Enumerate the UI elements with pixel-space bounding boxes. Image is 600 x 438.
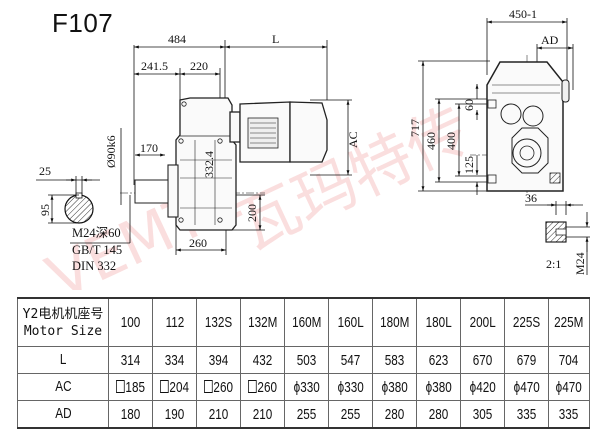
cell-value: 280: [428, 405, 449, 423]
dim-AC: AC: [346, 131, 360, 148]
dim-125: 125: [462, 156, 476, 174]
row-label: L: [59, 351, 67, 368]
header-label-en: Motor Size: [23, 323, 103, 339]
gearbox-side-view: [167, 97, 237, 231]
motor-size: 160L: [337, 314, 364, 331]
detail-scale: 2:1: [546, 257, 561, 271]
cell-value: ϕ470: [513, 378, 540, 396]
dim-241-5: 241.5: [141, 59, 168, 73]
table-row-L: L 314 334 394 432 503 547 583 623 670 67…: [17, 346, 590, 374]
cell-value: 280: [384, 405, 405, 423]
cell-value: ϕ330: [337, 378, 364, 396]
dim-484: 484: [168, 32, 186, 46]
header-label-cn: Y2电机机座号: [22, 306, 104, 322]
cell-value: 180: [120, 405, 141, 423]
gearbox-front-view: [486, 61, 570, 192]
square-section-icon: [248, 379, 257, 393]
technical-drawing: VEMTE 瓦玛特传: [36, 7, 590, 290]
dim-36: 36: [525, 191, 537, 205]
header-label-cell: Y2电机机座号 Motor Size: [17, 297, 109, 347]
table-row-AD: AD 180 190 210 210 255 255 280 280 305 3…: [17, 400, 590, 429]
cell-value: 185: [125, 378, 145, 396]
cell-value: 583: [384, 351, 405, 369]
standard-din: DIN 332: [72, 259, 117, 273]
dim-95: 95: [38, 204, 52, 216]
cell-value: ϕ380: [381, 378, 408, 396]
output-shaft: [134, 179, 169, 204]
cell-value: ϕ470: [555, 378, 583, 396]
motor-dimension-table: Y2电机机座号 Motor Size 100 112 132S 132M 160…: [17, 297, 590, 429]
cell-value: 547: [340, 351, 361, 369]
dim-460: 460: [424, 132, 438, 150]
table-header-row: Y2电机机座号 Motor Size 100 112 132S 132M 160…: [17, 297, 590, 347]
motor-size: 180M: [379, 314, 410, 331]
dim-L: L: [272, 32, 279, 46]
cell-value: ϕ380: [425, 378, 452, 396]
cell-value: 314: [120, 351, 141, 369]
dim-450: 450-1: [509, 7, 537, 21]
motor-size: 160M: [291, 314, 322, 331]
motor-size: 200L: [469, 314, 496, 331]
cell-value: 394: [208, 351, 229, 369]
cell-value: 255: [340, 405, 361, 423]
row-label: AD: [54, 405, 72, 422]
cell-value: 623: [428, 351, 449, 369]
cell-value: 305: [472, 405, 493, 423]
cell-value: 255: [296, 405, 317, 423]
cell-value: 335: [516, 405, 537, 423]
dim-220: 220: [190, 59, 208, 73]
cell-value: 679: [516, 351, 537, 369]
square-section-icon: [204, 379, 213, 393]
motor-size: 112: [165, 314, 184, 331]
cell-value: 210: [208, 405, 229, 423]
cell-value: 335: [559, 405, 579, 423]
dim-400: 400: [444, 132, 458, 150]
cell-value: 432: [252, 351, 273, 369]
cell-value: ϕ330: [293, 378, 320, 396]
motor-size: 180L: [425, 314, 452, 331]
cell-value: 334: [164, 351, 185, 369]
dim-200: 200: [245, 204, 259, 222]
motor-size: 132S: [204, 314, 233, 331]
cell-value: 260: [257, 378, 277, 396]
motor-side-view: [229, 101, 328, 163]
shaft-cross-section: [36, 176, 131, 244]
dim-AD: AD: [541, 33, 559, 47]
square-section-icon: [160, 379, 169, 393]
dim-717: 717: [408, 119, 422, 137]
row-label: AC: [54, 378, 72, 395]
motor-size: 100: [120, 314, 141, 331]
cell-value: 190: [164, 405, 185, 423]
dim-60: 60: [462, 99, 476, 111]
dim-332-4: 332.4: [202, 151, 216, 178]
cell-value: 503: [296, 351, 317, 369]
motor-size: 132M: [247, 314, 278, 331]
thread-note: M24深60: [72, 226, 121, 240]
model-title: F107: [52, 8, 114, 38]
cell-value: 670: [472, 351, 493, 369]
dim-260: 260: [189, 236, 207, 250]
cell-value: ϕ420: [469, 378, 496, 396]
cell-value: 210: [252, 405, 273, 423]
cell-value: 704: [559, 351, 579, 369]
dim-25: 25: [39, 164, 51, 178]
dim-M24: M24: [573, 252, 587, 275]
dim-shaft-diameter: Ø90k6: [104, 135, 118, 168]
standard-gbt: GB/T 145: [72, 243, 123, 257]
cell-value: 260: [213, 378, 233, 396]
thread-detail-view: [525, 201, 590, 275]
motor-size: 225M: [554, 314, 584, 331]
dim-170: 170: [140, 141, 158, 155]
motor-size: 225S: [512, 314, 541, 331]
cell-value: 204: [169, 378, 189, 396]
table-row-AC: AC 185 204 260 260 ϕ330 ϕ330 ϕ380 ϕ380 ϕ…: [17, 373, 590, 401]
square-section-icon: [116, 379, 125, 393]
